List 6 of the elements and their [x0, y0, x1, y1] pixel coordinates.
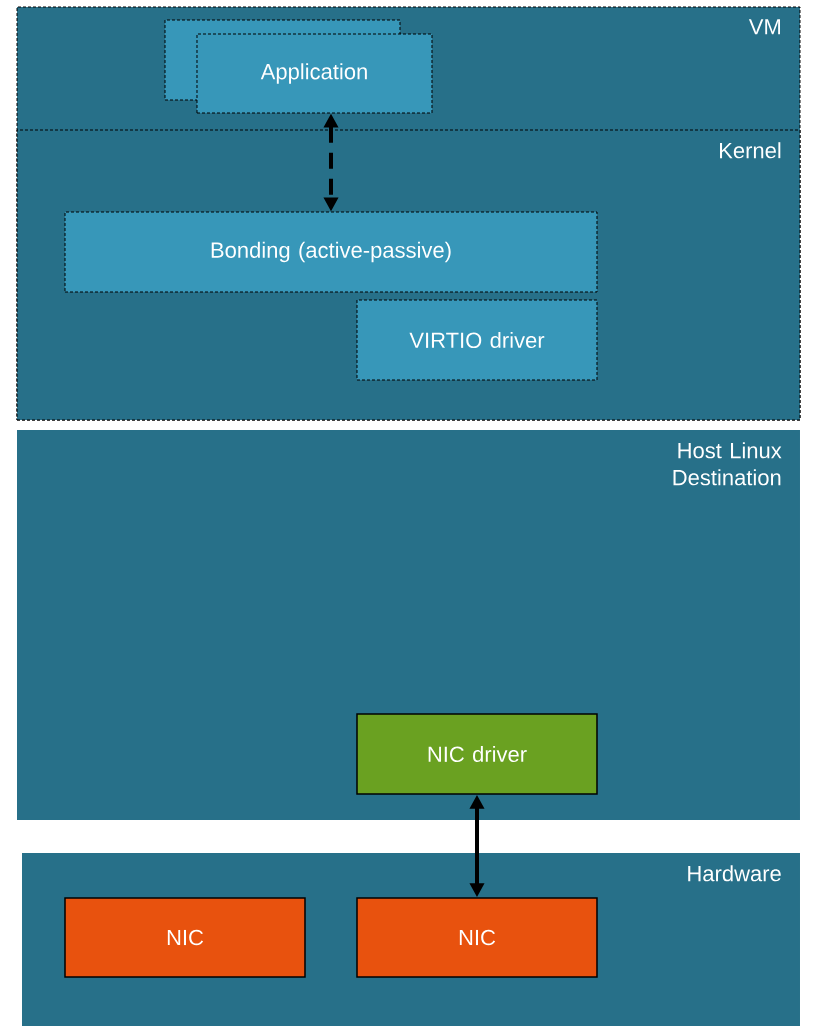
component-box: VIRTIO driver: [356, 299, 598, 381]
component-box: NIC driver: [356, 713, 598, 795]
component-box: Application: [196, 33, 433, 114]
component-box: NIC: [64, 897, 306, 978]
component-box: Bonding (active-passive): [64, 211, 598, 293]
component-box: NIC: [356, 897, 598, 978]
